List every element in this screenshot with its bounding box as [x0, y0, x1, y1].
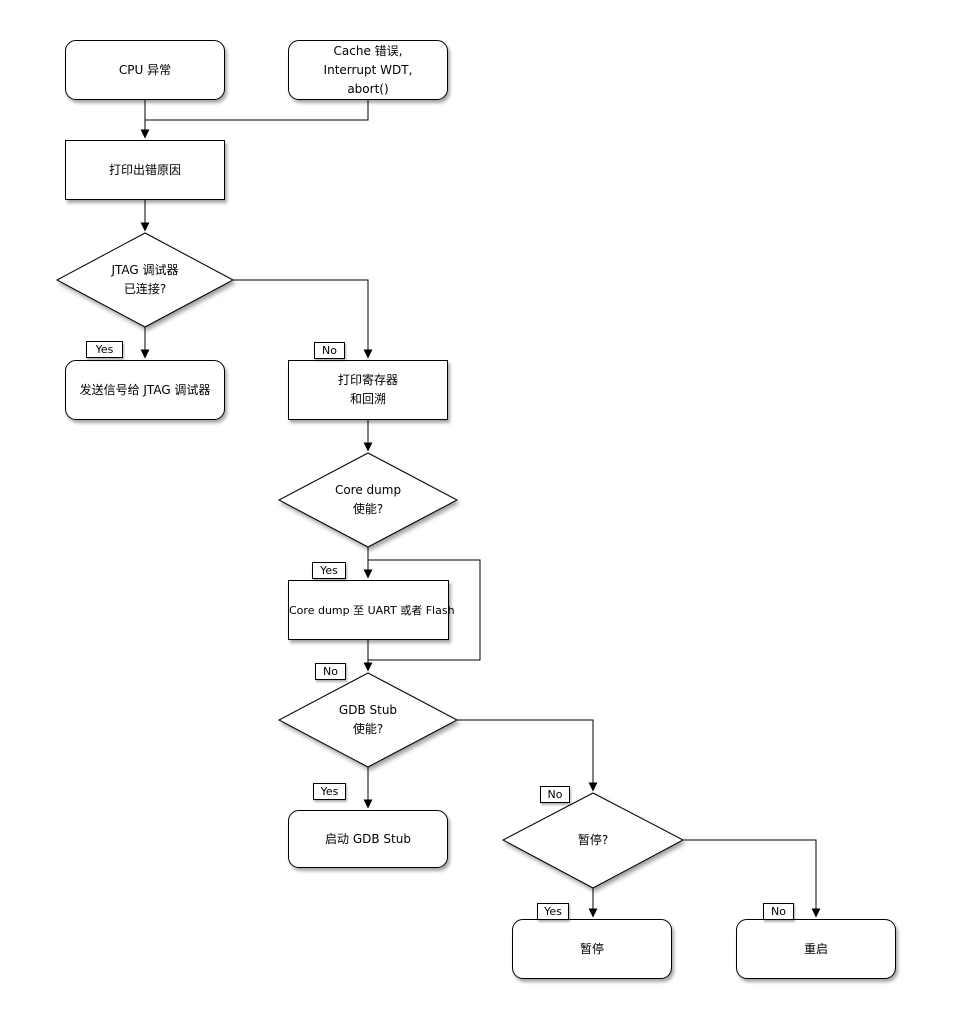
- edge-label-halt-no: No: [763, 903, 794, 920]
- node-core-dump-to-uart-flash: Core dump 至 UART 或者 Flash: [288, 580, 455, 640]
- edge-label-core-dump-no: No: [315, 663, 346, 680]
- diamond-halt-decision: [501, 792, 685, 889]
- edge-label-jtag-yes: Yes: [86, 341, 123, 358]
- node-print-error-cause: 打印出错原因: [65, 140, 225, 200]
- edge-coredump-no-bypass: [368, 559, 481, 661]
- node-cache-error-label: Cache 错误, Interrupt WDT, abort(): [323, 43, 413, 96]
- node-cpu-exception-label: CPU 异常: [118, 62, 172, 77]
- node-halt-label: 暂停: [579, 941, 604, 956]
- diamond-gdb-stub-enabled: [277, 672, 459, 768]
- edge-label-core-dump-yes: Yes: [312, 562, 346, 579]
- edge-jtag-no: [233, 279, 373, 359]
- node-send-signal-to-jtag-label: 发送信号给 JTAG 调试器: [79, 382, 211, 397]
- node-send-signal-to-jtag: 发送信号给 JTAG 调试器: [65, 360, 225, 420]
- edge-label-gdb-yes: Yes: [313, 783, 346, 800]
- edge-label-gdb-no: No: [540, 786, 570, 803]
- node-reboot-label: 重启: [803, 941, 828, 956]
- edge-label-jtag-no: No: [314, 342, 345, 359]
- node-cache-error: Cache 错误, Interrupt WDT, abort(): [288, 40, 448, 100]
- node-halt: 暂停: [512, 919, 672, 979]
- node-cpu-exception: CPU 异常: [65, 40, 225, 100]
- node-print-registers-backtrace-label: 打印寄存器 和回溯: [337, 373, 398, 406]
- edge-label-halt-yes: Yes: [537, 903, 569, 920]
- node-start-gdb-stub: 启动 GDB Stub: [288, 810, 448, 868]
- node-print-error-cause-label: 打印出错原因: [108, 162, 181, 177]
- node-start-gdb-stub-label: 启动 GDB Stub: [325, 831, 411, 846]
- diamond-jtag-connected: [55, 232, 235, 328]
- edge-cache-merge: [145, 100, 369, 121]
- diamond-core-dump-enabled: [277, 452, 459, 548]
- node-reboot: 重启: [736, 919, 896, 979]
- edge-gdb-no: [457, 719, 598, 792]
- node-core-dump-to-uart-flash-label: Core dump 至 UART 或者 Flash: [289, 603, 455, 617]
- edge-halt-no: [683, 839, 821, 918]
- node-print-registers-backtrace: 打印寄存器 和回溯: [288, 360, 448, 420]
